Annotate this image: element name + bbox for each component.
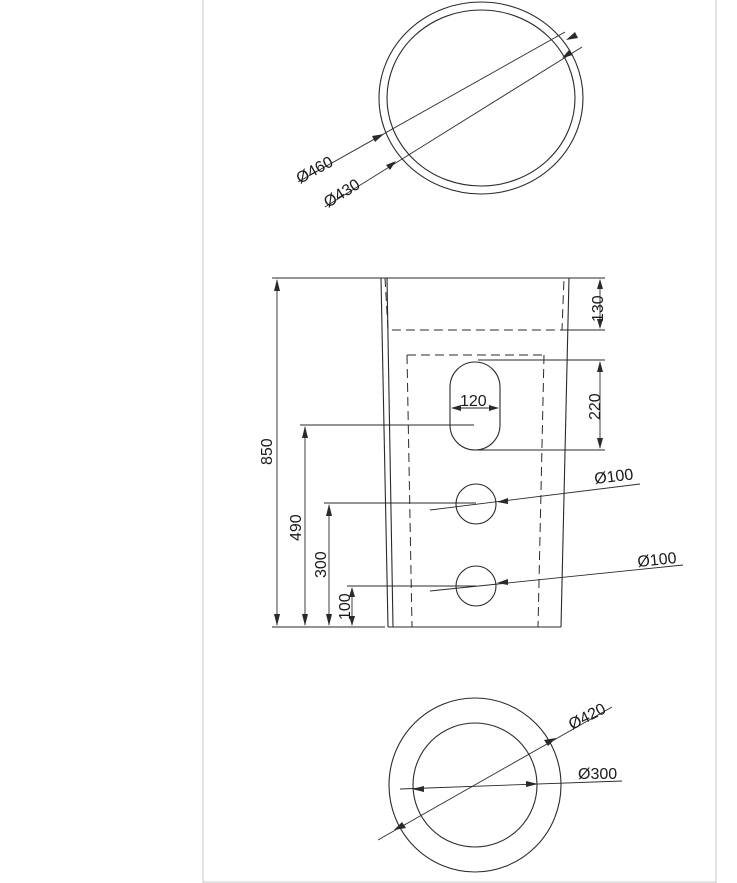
lower-hole-diameter-label: Ø100 — [637, 550, 678, 571]
top-outer-diameter-label: Ø460 — [294, 154, 337, 188]
body-right-edge — [560, 277, 570, 628]
cavity-hidden-outline — [406, 354, 413, 628]
top-outer-diameter-dimension: Ø460 — [294, 31, 578, 188]
bottom-view: Ø420 Ø300 — [377, 697, 623, 873]
upper-hole-height-dimension: 300 — [313, 502, 476, 626]
slot-center-height-dimension: 490 — [288, 424, 474, 626]
overall-height-label: 850 — [259, 438, 276, 465]
slot-width-dimension: 120 — [451, 393, 499, 411]
body-left-edge — [380, 277, 389, 628]
upper-hole-diameter-dimension: Ø100 — [429, 466, 641, 511]
lower-hole-diameter-dimension: Ø100 — [429, 550, 684, 592]
overall-height-dimension: 850 — [259, 277, 385, 628]
slot-height-label: 220 — [587, 393, 604, 420]
top-inner-diameter-dimension: Ø430 — [321, 46, 583, 211]
upper-hole-height-label: 300 — [313, 551, 330, 578]
bottom-outer-diameter-dimension: Ø420 — [377, 701, 613, 841]
lower-hole-height-dimension: 100 — [337, 585, 476, 626]
slot-opening — [449, 361, 501, 451]
slot-width-label: 120 — [460, 393, 487, 410]
front-view: 850 490 300 100 — [259, 277, 684, 628]
slot-height-dimension: 220 — [478, 359, 605, 451]
bottom-outer-diameter-label: Ø420 — [566, 701, 609, 734]
top-inner-diameter-label: Ø430 — [321, 176, 363, 211]
top-view: Ø460 Ø430 — [294, 1, 584, 211]
sheet-frame — [202, 0, 717, 883]
bottom-view-outer-circle — [388, 697, 562, 873]
upper-hole-diameter-label: Ø100 — [593, 466, 634, 488]
body-left-inner-edge — [386, 277, 394, 628]
top-view-outer-circle — [378, 1, 584, 195]
rim-depth-label: 130 — [590, 295, 607, 322]
rim-depth-dimension: 130 — [562, 277, 607, 331]
basin-hidden-outline — [384, 277, 565, 331]
bottom-inner-diameter-label: Ø300 — [578, 766, 617, 783]
bottom-inner-diameter-dimension: Ø300 — [399, 766, 623, 792]
upper-hole — [455, 483, 497, 525]
top-view-inner-circle — [386, 9, 576, 187]
lower-hole-height-label: 100 — [337, 593, 354, 620]
bottom-view-inner-circle — [412, 722, 538, 848]
slot-center-height-label: 490 — [288, 514, 305, 541]
